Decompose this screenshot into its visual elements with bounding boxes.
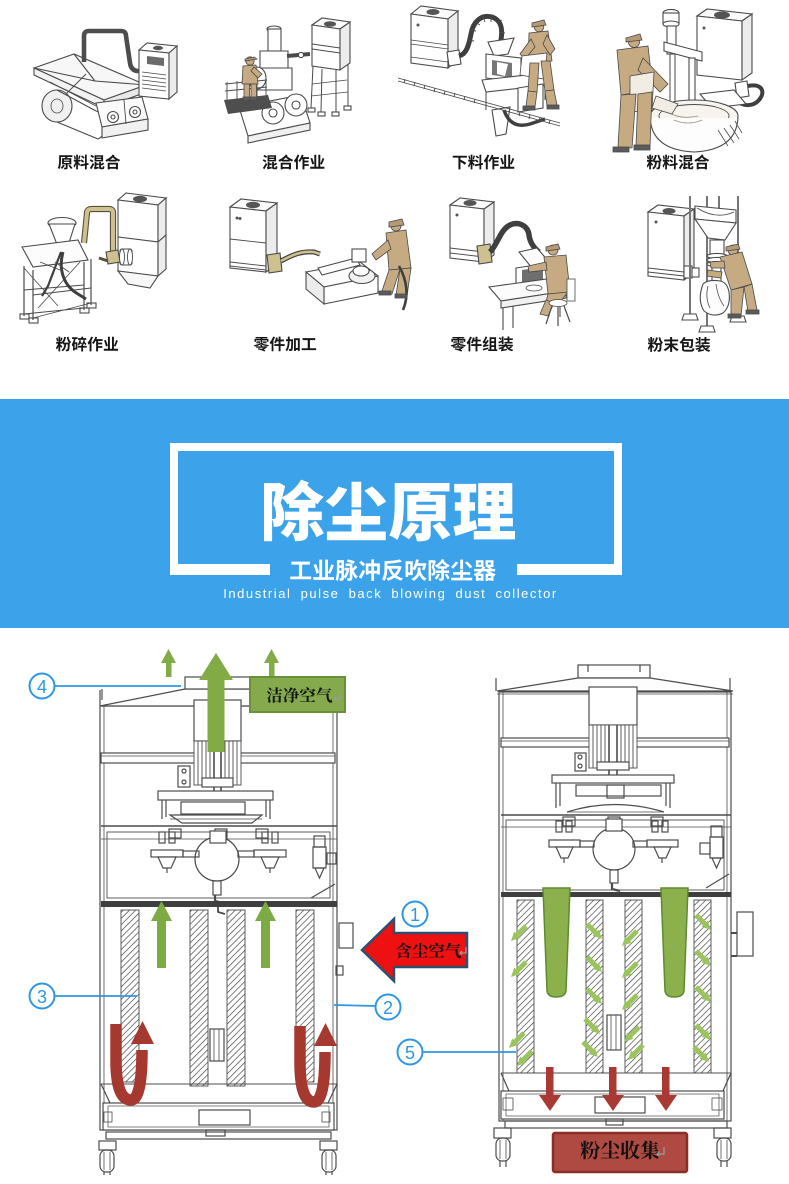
svg-text:4: 4 (37, 677, 47, 697)
svg-text:3: 3 (37, 987, 47, 1007)
svg-text:1: 1 (410, 905, 420, 925)
svg-text:5: 5 (405, 1043, 415, 1063)
svg-text:2: 2 (383, 998, 393, 1018)
